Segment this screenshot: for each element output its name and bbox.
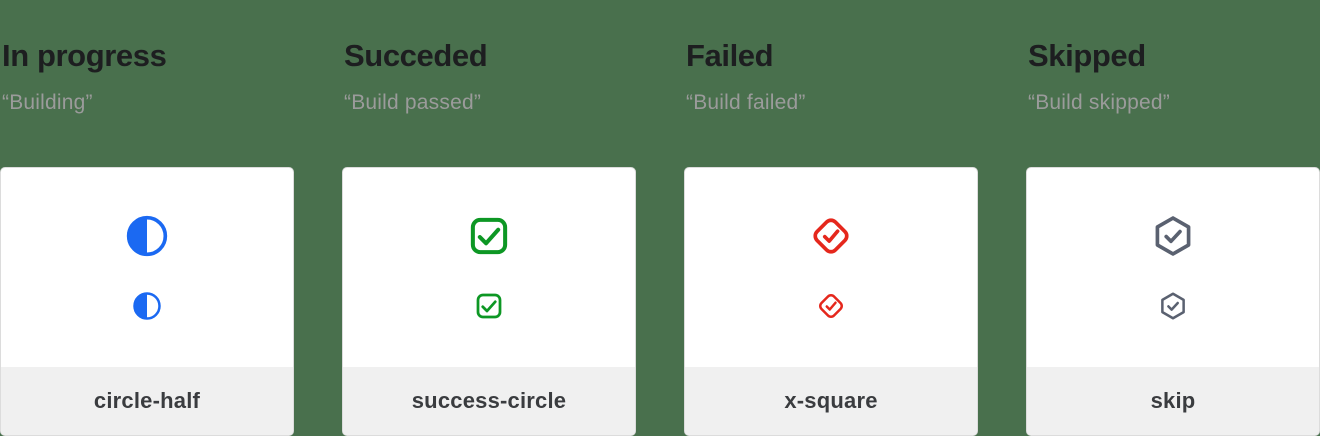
column-title: Failed bbox=[686, 38, 774, 73]
icon-card-x-square: x-square bbox=[684, 167, 978, 436]
check-square-icon bbox=[467, 214, 511, 258]
column-title: Skipped bbox=[1028, 38, 1146, 73]
icon-name-label: skip bbox=[1150, 388, 1196, 413]
column-title: In progress bbox=[2, 38, 167, 73]
icon-name-footer: circle-half bbox=[1, 367, 293, 435]
icon-name-label: x-square bbox=[784, 388, 878, 413]
check-hexagon-icon bbox=[1158, 291, 1188, 321]
column-title: Succeded bbox=[344, 38, 488, 73]
icon-preview-area bbox=[685, 168, 977, 367]
status-column-in-progress: In progress “Building” circle- bbox=[0, 0, 294, 436]
check-square-icon bbox=[474, 291, 504, 321]
status-column-failed: Failed “Build failed” x-square bbox=[684, 0, 978, 436]
icon-card-circle-half: circle-half bbox=[0, 167, 294, 436]
column-quote: “Build skipped” bbox=[1028, 91, 1170, 114]
check-diamond-icon bbox=[809, 214, 853, 258]
icon-name-footer: x-square bbox=[685, 367, 977, 435]
icon-name-footer: skip bbox=[1027, 367, 1319, 435]
icon-preview-area bbox=[343, 168, 635, 367]
icon-card-skip: skip bbox=[1026, 167, 1320, 436]
icon-preview-area bbox=[1027, 168, 1319, 367]
status-column-skipped: Skipped “Build skipped” skip bbox=[1026, 0, 1320, 436]
column-quote: “Build passed” bbox=[344, 91, 482, 114]
icon-preview-area bbox=[1, 168, 293, 367]
check-diamond-icon bbox=[816, 291, 846, 321]
column-quote: “Building” bbox=[2, 91, 93, 114]
circle-half-icon bbox=[125, 214, 169, 258]
check-hexagon-icon bbox=[1151, 214, 1195, 258]
icon-card-success-circle: success-circle bbox=[342, 167, 636, 436]
circle-half-icon bbox=[132, 291, 162, 321]
icon-name-label: circle-half bbox=[93, 388, 201, 413]
icon-name-label: success-circle bbox=[411, 388, 567, 413]
icon-name-footer: success-circle bbox=[343, 367, 635, 435]
column-quote: “Build failed” bbox=[686, 91, 806, 114]
status-column-succeeded: Succeded “Build passed” succes bbox=[342, 0, 636, 436]
